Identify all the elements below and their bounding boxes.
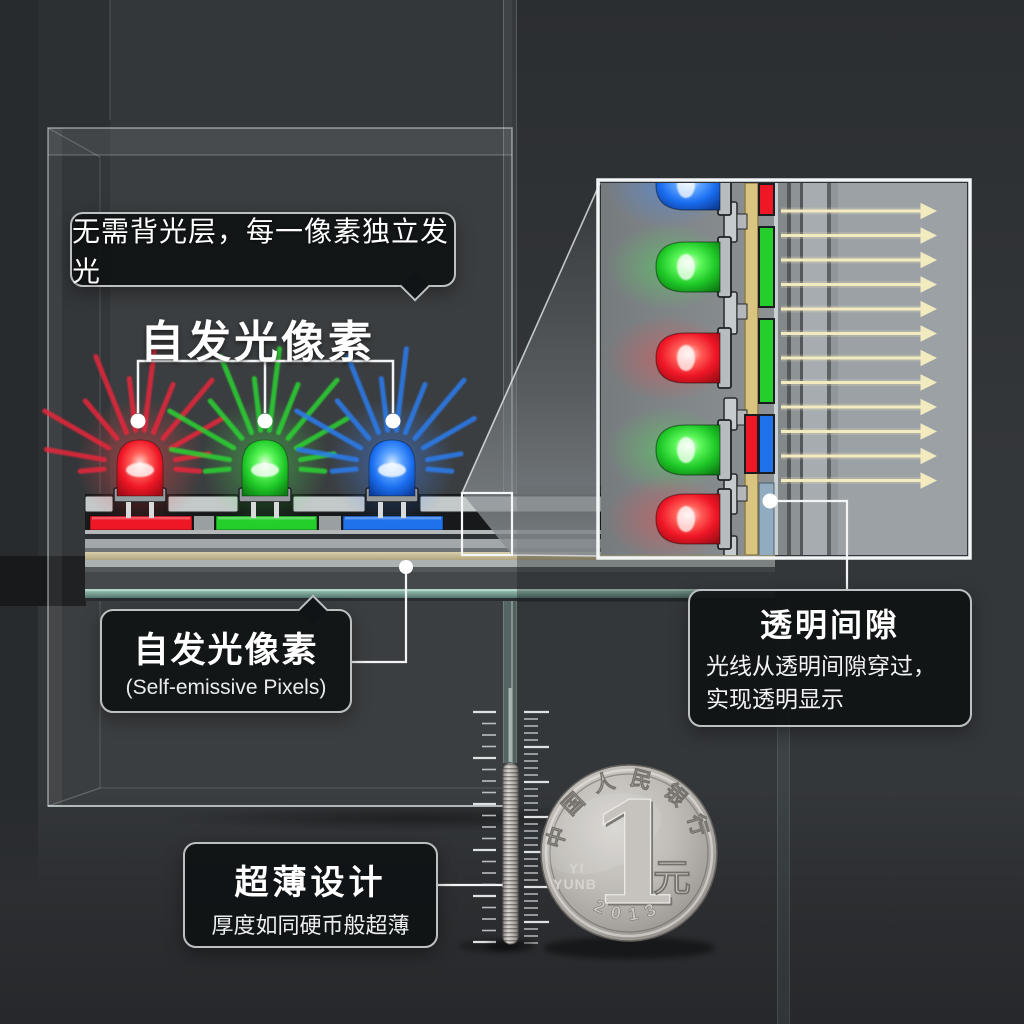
transparent-gap-label: 透明间隙 光线从透明间隙穿过， 实现透明显示	[688, 589, 972, 727]
pixels-connector	[352, 560, 413, 664]
glass-case	[47, 127, 513, 807]
thin-label-subtitle: 厚度如同硬币般超薄	[211, 913, 410, 938]
pixels-bracket-connector	[136, 359, 395, 413]
glass-substrate-layer	[85, 589, 775, 598]
coin: 中国人民银行 1 1 元 YI YUNB 2013	[540, 764, 718, 959]
pixels-label-title: 自发光像素	[133, 631, 319, 670]
inset-blue-led-icon	[656, 155, 731, 215]
inset-green-led-icon	[656, 420, 731, 480]
thin-label-title: 超薄设计	[234, 864, 387, 902]
light-ray-arrows	[781, 202, 938, 489]
pixels-label-subtitle: (Self-emissive Pixels)	[125, 676, 327, 699]
zoom-inset	[596, 155, 972, 560]
gap-connector-dot	[762, 493, 778, 509]
inset-green-led-icon	[656, 237, 731, 297]
gap-label-line2: 实现透明显示	[706, 686, 844, 712]
zoom-source-rect	[460, 491, 514, 557]
ultra-thin-label: 超薄设计 厚度如同硬币般超薄	[183, 842, 438, 948]
led-lamps	[45, 349, 475, 526]
coin-denomination-shadow: 1	[589, 776, 686, 940]
coin-denomination: 1	[586, 773, 683, 937]
gap-label-title: 透明间隙	[759, 607, 900, 643]
coin-pinyin-bottom: YUNB	[553, 876, 597, 892]
coin-edge-on	[502, 762, 519, 945]
gap-label-line1: 光线从透明间隙穿过，	[706, 653, 936, 679]
wall-corner-line	[109, 0, 111, 120]
inset-red-led-icon	[656, 489, 731, 549]
self-emissive-pixels-label: 自发光像素 (Self-emissive Pixels)	[100, 594, 352, 713]
background-dark-band	[0, 556, 86, 606]
pixels-connector-dot	[399, 560, 413, 574]
bracket-dots	[130, 413, 401, 429]
background-wall-edge	[0, 0, 38, 900]
coin-pinyin-top: YI	[569, 860, 585, 876]
no-backlight-text: 无需背光层，每一像素独立发光	[72, 215, 450, 287]
zoom-cone	[462, 183, 600, 556]
gap-connector	[762, 493, 849, 589]
no-backlight-bubble: 无需背光层，每一像素独立发光	[70, 212, 456, 302]
inset-red-led-icon	[656, 328, 731, 388]
coin-unit: 元	[653, 858, 691, 900]
zoom-inset-border	[596, 178, 972, 560]
ruler	[473, 710, 549, 944]
pixels-heading: 自发光像素	[140, 318, 375, 367]
